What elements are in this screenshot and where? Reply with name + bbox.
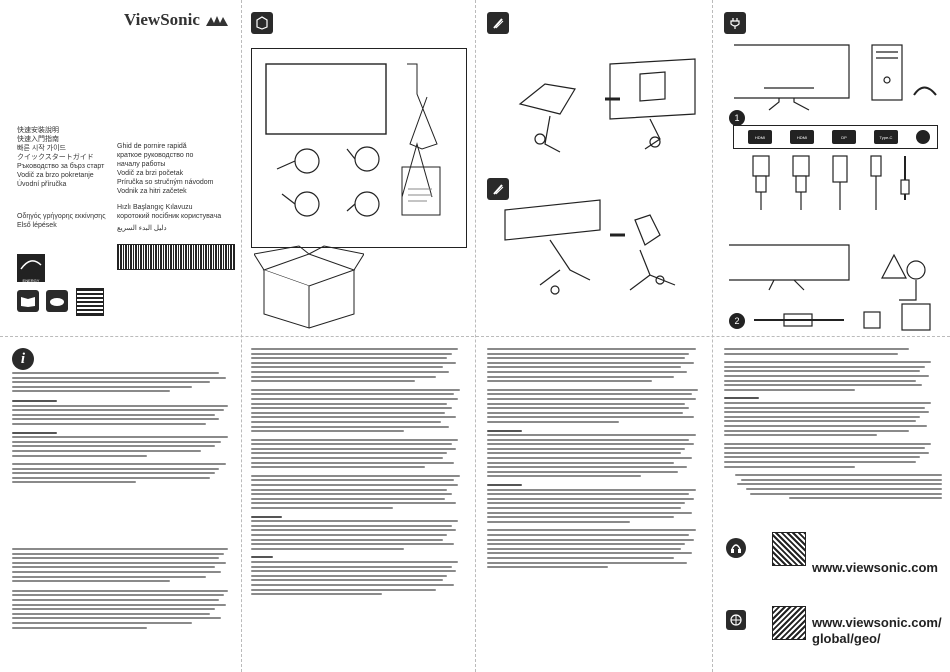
lang-title: коротокий посібник користувача [117,213,222,220]
barcode [117,244,235,270]
usb-c-port: Type-C [874,130,898,144]
global-link-line: www.viewsonic.com/ [812,615,942,630]
lang-title-arabic: دليل البدء السريع [117,225,167,232]
step-number-badge: 2 [729,313,745,329]
hdmi-port: HDMI [748,130,772,144]
global-link-line: global/geo/ [812,631,881,646]
monitor-back-illustration [734,44,937,111]
energy-star-logo: ENERGY STAR [17,254,45,288]
stand-assembly-step-1 [518,58,696,153]
qr-code [76,288,104,316]
power-plug-icon [724,12,746,34]
language-list-left: 快速安裝說明 快速入門指南 빠른 시작 가이드 クイックスタートガイド Ръко… [17,126,107,189]
language-list-right: Ghid de pornire rapidă краткое руководст… [117,142,237,196]
safety-text-panel-4 [724,348,942,502]
safety-text-panel-1b [12,548,237,631]
screwdriver-icon [487,178,509,200]
lang-title: Vodič za brzi početak [117,170,184,177]
package-contents-illustration [265,63,441,217]
power-connection-illustration [729,244,931,331]
lang-title: началу работы [117,161,166,168]
screwdriver-icon [487,12,509,34]
safety-text-panel-3 [487,348,707,571]
safety-text-panel-1 [12,372,237,486]
lang-title: Vodnik za hitri začetek [117,188,187,195]
safety-text-panel-2 [251,348,469,598]
info-icon: i [12,348,34,370]
global-website-link[interactable]: www.viewsonic.com/ global/geo/ [812,615,942,647]
lang-title: 快速安裝說明 [17,127,59,134]
headset-icon [726,538,746,558]
cables-illustration [752,155,910,210]
lang-title: краткое руководство по [117,152,194,159]
lang-title: Úvodní příručka [17,181,67,188]
lang-title: Vodič za brzo pokretanje [17,172,94,179]
birds-logo-icon [206,16,229,27]
fold-line [0,336,950,337]
lang-title: Príručka so stručným návodom [117,179,214,186]
displayport-port: DP [832,130,856,144]
cardboard-box-illustration [254,245,364,329]
language-list-bottom-right: Hızlı Başlangıç Kılavuzu коротокий посіб… [117,203,237,233]
lang-title: 快速入門指南 [17,136,59,143]
stand-assembly-step-2 [504,199,676,295]
website-link[interactable]: www.viewsonic.com [812,560,938,575]
globe-box-icon [726,610,746,630]
lang-title: Ръководство за бърз старт [17,163,105,170]
lang-title: クイックスタートガイド [17,154,94,161]
port-row: HDMI HDMI DP Type-C [733,125,938,149]
lang-title: Első lépések [17,222,57,229]
step-number-badge: 1 [729,110,745,126]
lang-title: Ghid de pornire rapidă [117,143,187,150]
lang-title: 빠른 시작 가이드 [17,145,66,152]
qr-code [772,606,806,640]
brand-logo: ViewSonic [124,10,230,30]
qr-code [772,532,806,566]
hdmi-port: HDMI [790,130,814,144]
lang-title: Hızlı Başlangıç Kılavuzu [117,204,193,211]
language-list-bottom-left: Οδηγός γρήγορης εκκίνησης Első lépések [17,212,117,230]
audio-port [916,130,930,144]
cloud-icon [46,290,68,312]
package-contents [251,48,467,248]
book-icon [17,290,39,312]
box-icon [251,12,273,34]
brand-name: ViewSonic [124,10,200,29]
lang-title: Οδηγός γρήγορης εκκίνησης [17,213,106,220]
